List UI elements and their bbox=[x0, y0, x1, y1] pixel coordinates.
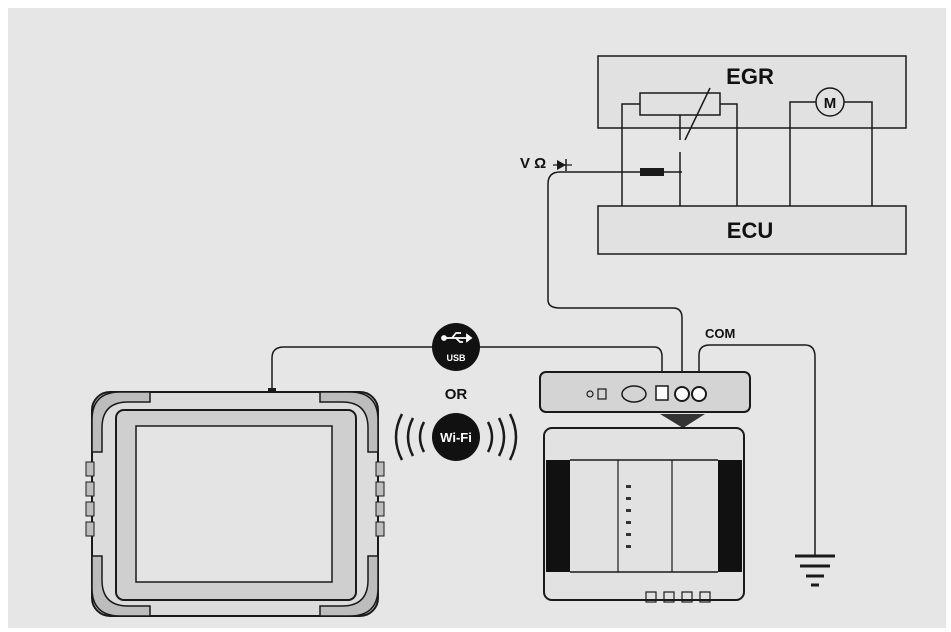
wifi-label: Wi-Fi bbox=[440, 430, 472, 445]
tablet-device bbox=[85, 391, 385, 617]
vci-indicator-lights bbox=[626, 485, 631, 548]
egr-component: EGR M bbox=[597, 55, 907, 141]
ground-icon bbox=[795, 554, 835, 587]
egr-ecu-wires bbox=[621, 101, 873, 206]
ecu-label: ECU bbox=[727, 218, 773, 243]
com-label: COM bbox=[705, 326, 735, 341]
probe-tip bbox=[640, 168, 664, 176]
vci-module bbox=[539, 371, 751, 413]
wifi-waves-left-icon bbox=[394, 413, 426, 461]
diode-icon bbox=[553, 159, 572, 171]
usb-badge: USB bbox=[432, 323, 480, 371]
ecu-box bbox=[597, 205, 907, 255]
insert-arrow-icon bbox=[660, 414, 705, 428]
vci-base-station bbox=[543, 427, 745, 603]
vci-com-port bbox=[691, 386, 707, 402]
vci-power-led bbox=[586, 390, 594, 398]
com-lead: COM bbox=[698, 326, 835, 587]
vci-dial bbox=[621, 385, 647, 403]
egr-label: EGR bbox=[726, 64, 774, 89]
egr-sensor-resistor bbox=[639, 92, 721, 116]
vci-switch bbox=[597, 388, 607, 400]
or-label: OR bbox=[445, 386, 468, 403]
usb-icon bbox=[441, 332, 473, 343]
meter-mode-label: V Ω bbox=[520, 155, 546, 172]
vci-usb-port bbox=[655, 385, 669, 401]
egr-sensor-wiper bbox=[684, 87, 711, 141]
wifi-badge: Wi-Fi bbox=[394, 413, 518, 461]
vci-input-port bbox=[674, 386, 690, 402]
egr-box bbox=[597, 55, 907, 129]
motor-icon: M bbox=[815, 87, 845, 117]
usb-label: USB bbox=[446, 353, 466, 363]
tablet-side-ridges bbox=[85, 461, 385, 537]
wifi-waves-right-icon bbox=[486, 413, 518, 461]
ecu-component: ECU bbox=[597, 205, 907, 255]
motor-label: M bbox=[824, 95, 837, 112]
vci-bottom-ports bbox=[645, 591, 711, 603]
probe-lead: V Ω bbox=[520, 155, 683, 372]
tablet-screen bbox=[135, 425, 333, 583]
